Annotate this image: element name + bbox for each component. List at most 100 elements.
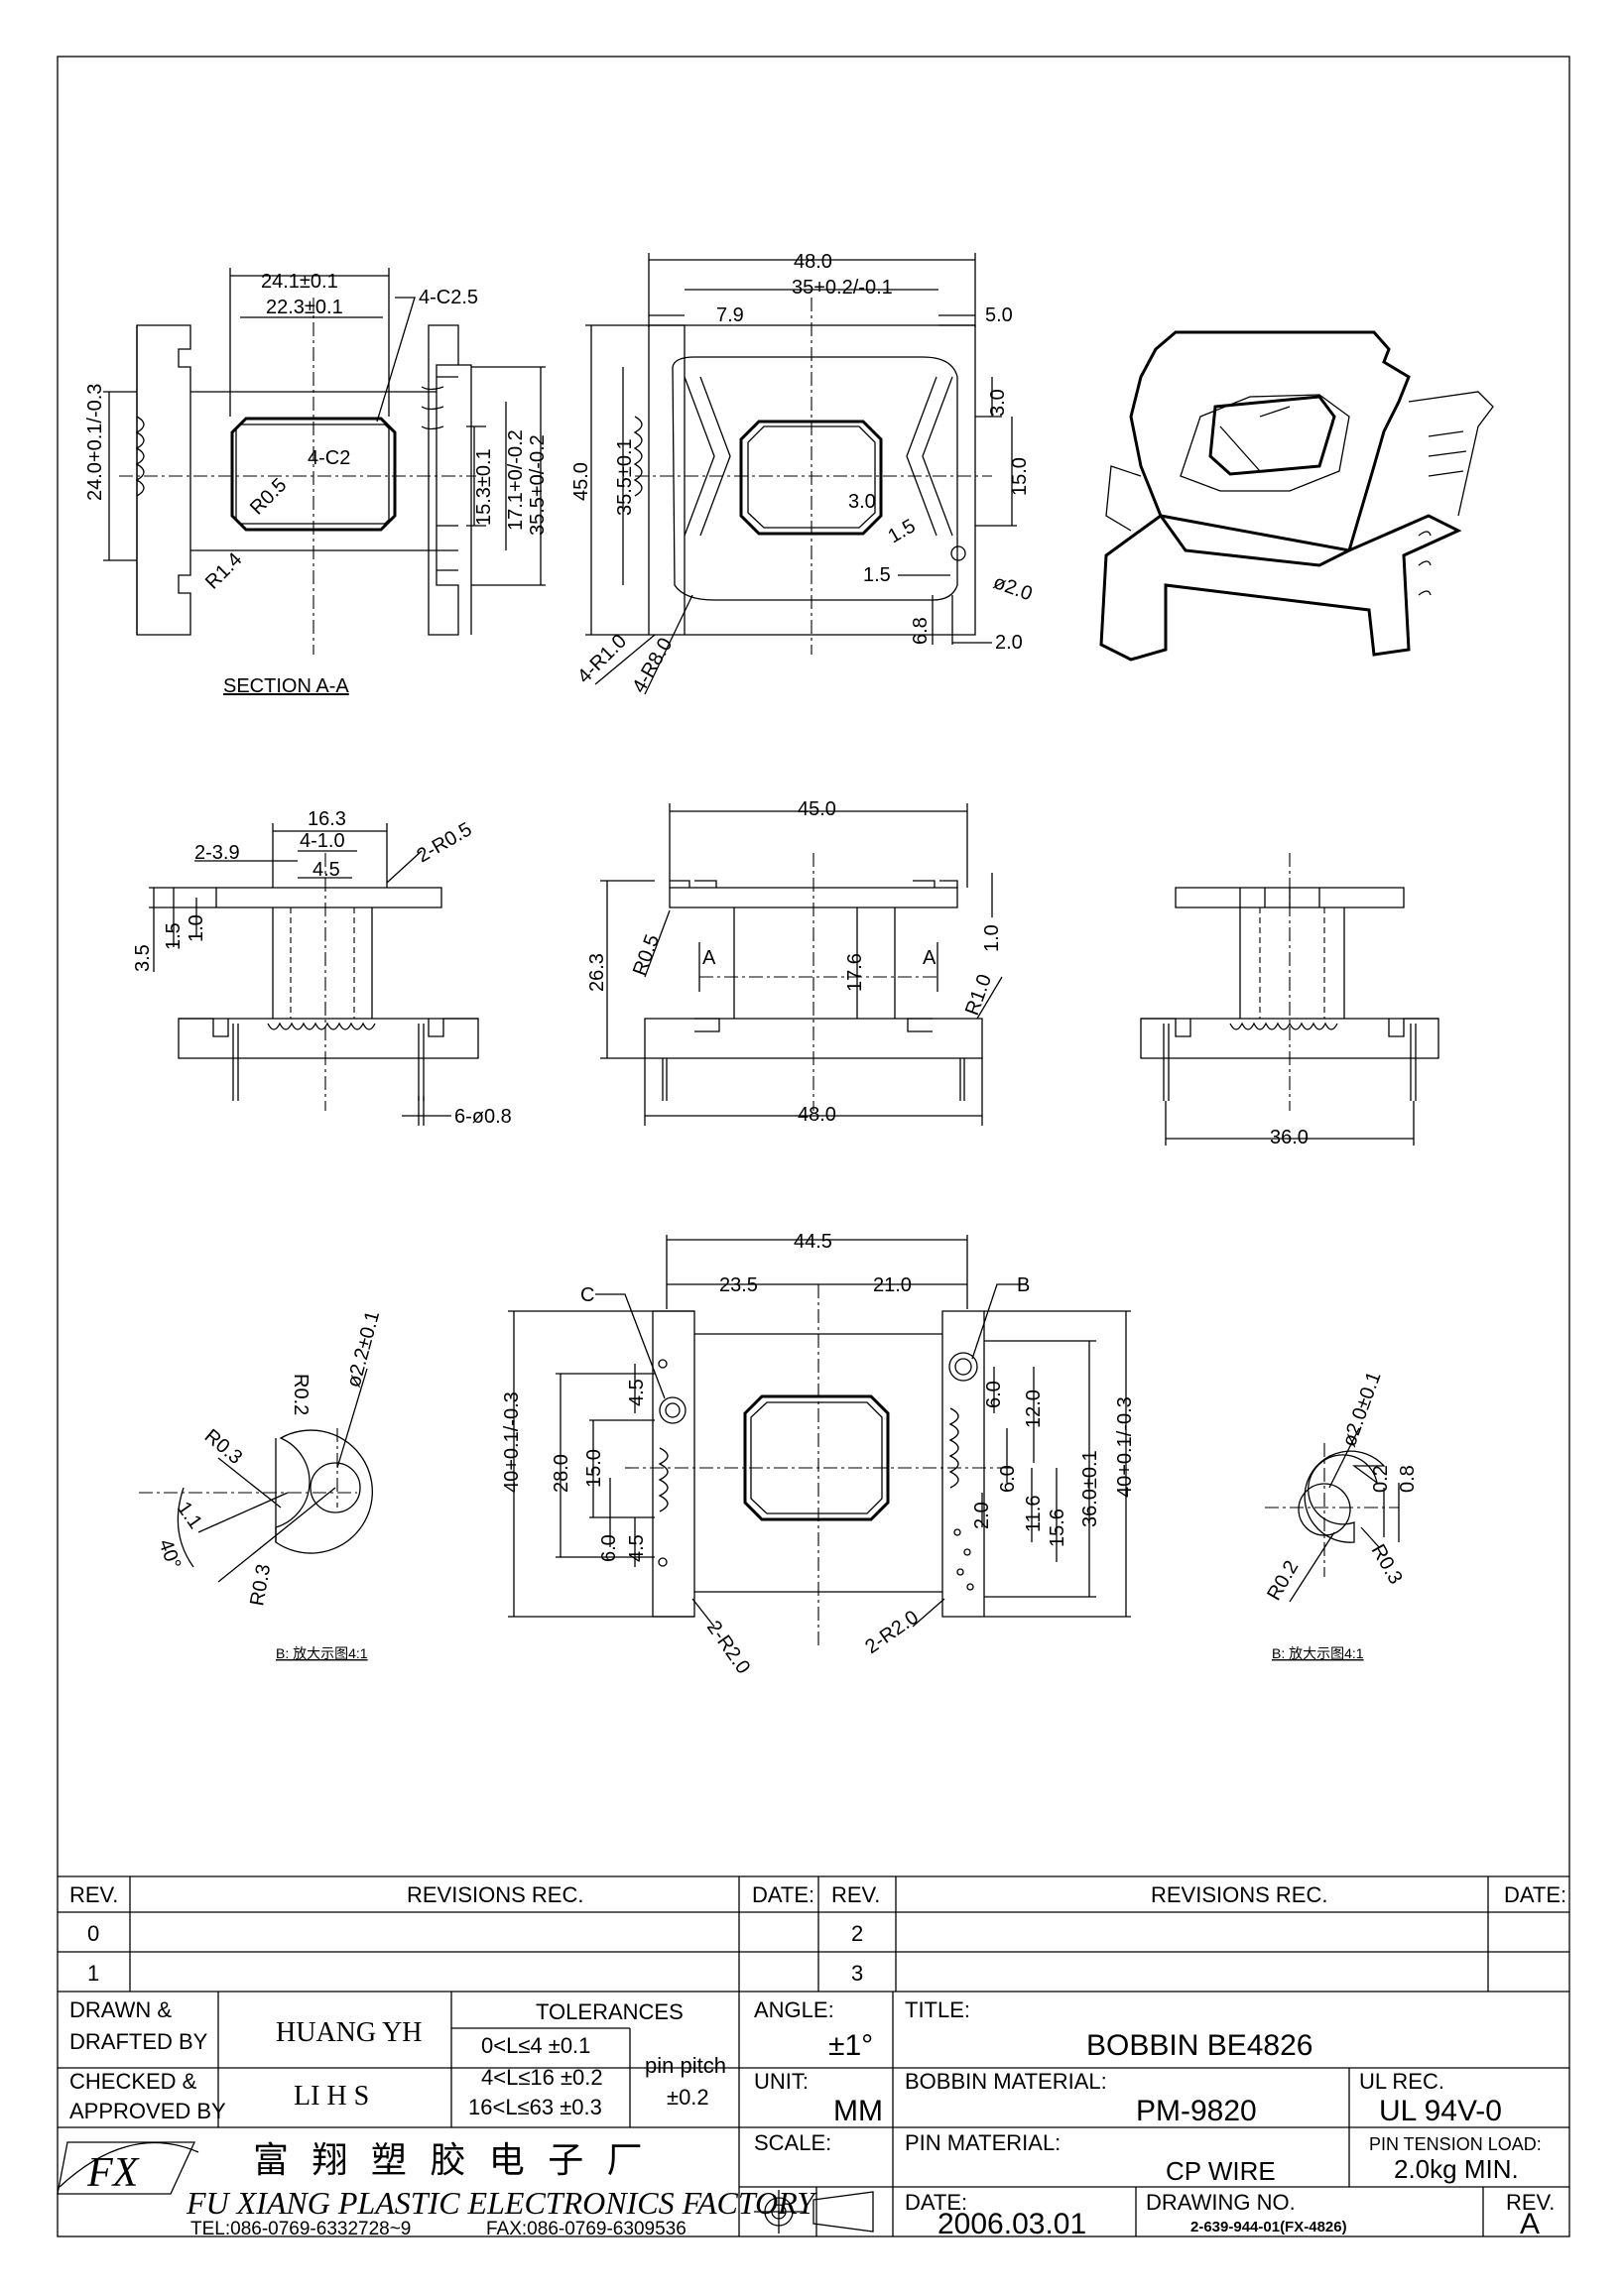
dim-mid-center-3: R0.5 xyxy=(629,931,664,978)
detail-b-left: R0.2 ø2.2±0.1 R0.3 1.1 40° R0.3 B: 放大示图4… xyxy=(139,1308,384,1661)
tol-row-2: 4<L≤16 ±0.2 xyxy=(481,2065,603,2090)
view-side-left: 16.3 2-3.9 4-1.0 2-R0.5 4.5 3.5 1.5 1.0 … xyxy=(132,808,512,1128)
date-header-right: DATE: xyxy=(1504,1882,1566,1907)
dim-bottom-12: 6.0 xyxy=(997,1465,1019,1493)
dim-top-mid-13: 6.8 xyxy=(910,617,932,645)
dim-bottom-14: 11.6 xyxy=(1023,1496,1045,1532)
dim-bottom-1: 44.5 xyxy=(794,1231,832,1253)
view-bottom: 44.5 23.5 21.0 C B 4.5 28.0 15.0 6.0 4.5… xyxy=(501,1231,1136,1678)
rev-row-3: 3 xyxy=(851,1961,863,1986)
dim-top-mid-3: 7.9 xyxy=(716,304,744,326)
dim-bottom-15: 15.6 xyxy=(1047,1509,1068,1547)
dim-bottom-18: 2-R2.0 xyxy=(702,1617,754,1678)
dim-bottom-5: 28.0 xyxy=(551,1454,572,1493)
dim-top-left-4: 4-C2 xyxy=(308,447,350,469)
date-value: 2006.03.01 xyxy=(937,2208,1086,2240)
company-tel: TEL:086-0769-6332728~9 xyxy=(190,2219,411,2239)
dim-top-left-1: 24.1±0.1 xyxy=(261,271,338,293)
detail-right-caption: B: 放大示图4:1 xyxy=(1272,1645,1364,1661)
dim-bottom-10: 6.0 xyxy=(983,1381,1005,1408)
pin-tension-value: 2.0kg MIN. xyxy=(1394,2154,1519,2184)
dim-top-left-5: R0.5 xyxy=(246,474,291,519)
dim-bottom-17: 40+0.1/-0.3 xyxy=(1114,1396,1136,1498)
dim-bottom-11: 12.0 xyxy=(1023,1390,1045,1428)
rev-row-0: 0 xyxy=(87,1921,99,1946)
tolerances-label: TOLERANCES xyxy=(536,1999,684,2024)
dim-bottom-8: 4.5 xyxy=(626,1534,648,1562)
dim-mid-right-1: 36.0 xyxy=(1270,1127,1309,1148)
bobbin-material-value: PM-9820 xyxy=(1136,2095,1257,2127)
dim-detail-right-1: ø2.0±0.1 xyxy=(1338,1369,1386,1450)
pin-material-value: CP WIRE xyxy=(1166,2156,1276,2186)
detail-b-right: ø2.0±0.1 0.2 0.8 R0.2 R0.3 B: 放大示图4:1 xyxy=(1263,1369,1419,1661)
dim-detail-right-3: 0.8 xyxy=(1397,1465,1419,1493)
dim-top-left-10: 35.5+0/-0.2 xyxy=(527,434,549,536)
dim-bottom-19: 2-R2.0 xyxy=(861,1607,923,1658)
title-label: TITLE: xyxy=(905,1997,970,2022)
dim-top-left-6: R1.4 xyxy=(201,548,246,593)
rev-header-right: REV. xyxy=(831,1882,880,1907)
dim-bottom-3: 21.0 xyxy=(873,1274,912,1296)
tol-row-3: 16<L≤63 ±0.3 xyxy=(468,2095,602,2119)
dim-detail-left-1: R0.2 xyxy=(290,1374,312,1415)
drawing-no-value: 2-639-944-01(FX-4826) xyxy=(1190,2219,1347,2236)
dim-mid-left-8: 1.0 xyxy=(186,914,207,942)
dim-mid-left-4: 2-R0.5 xyxy=(414,818,476,867)
dim-top-mid-14: 2.0 xyxy=(995,632,1023,654)
pin-tension-label: PIN TENSION LOAD: xyxy=(1369,2134,1542,2154)
rev-label: REV. xyxy=(1506,2190,1555,2215)
rev-header-left: REV. xyxy=(69,1882,118,1907)
rev-row-1: 1 xyxy=(87,1961,99,1986)
dim-mid-left-7: 1.5 xyxy=(163,922,185,950)
checked-label-1: CHECKED & xyxy=(69,2069,197,2094)
dim-mid-left-2: 2-3.9 xyxy=(194,842,240,864)
dim-mid-left-1: 16.3 xyxy=(308,808,346,830)
section-label: SECTION A-A xyxy=(223,675,349,697)
dim-bottom-4: 4.5 xyxy=(626,1379,648,1406)
checked-by-value: LI H S xyxy=(294,2081,369,2112)
dim-mid-left-3: 4-1.0 xyxy=(300,830,345,852)
dim-bottom-9: 40+0.1/-0.3 xyxy=(501,1391,523,1493)
unit-label: UNIT: xyxy=(754,2069,809,2094)
detail-left-caption: B: 放大示图4:1 xyxy=(276,1645,368,1661)
dim-top-mid-12: ø2.0 xyxy=(990,571,1035,605)
dim-top-mid-8: 15.0 xyxy=(1009,457,1031,496)
view-top: 48.0 35+0.2/-0.1 7.9 5.0 45.0 35.5±0.1 3… xyxy=(570,251,1035,697)
dim-top-mid-16: 4-R8.0 xyxy=(628,635,677,697)
rev-row-2: 2 xyxy=(851,1921,863,1946)
view-side-right: 36.0 xyxy=(1140,853,1439,1148)
label-b: B xyxy=(1017,1274,1030,1296)
revisions-rec-right: REVISIONS REC. xyxy=(1151,1882,1327,1907)
title-block: REV. REVISIONS REC. DATE: REV. REVISIONS… xyxy=(57,1875,1569,2240)
rev-value: A xyxy=(1520,2208,1540,2240)
company-name-cn: 富 翔 塑 胶 电 子 厂 xyxy=(253,2140,649,2181)
dim-detail-left-2: ø2.2±0.1 xyxy=(343,1308,385,1390)
company-fax: FAX:086-0769-6309536 xyxy=(486,2219,687,2239)
revisions-rec-left: REVISIONS REC. xyxy=(407,1882,583,1907)
view-section-a-a: 24.1±0.1 22.3±0.1 4-C2.5 4-C2 R0.5 R1.4 … xyxy=(84,268,549,697)
view-front: A A 45.0 26.3 R0.5 17.6 1.0 R1.0 48.0 xyxy=(586,798,1003,1126)
dim-mid-center-4: 17.6 xyxy=(844,953,866,992)
dim-detail-right-2: 0.2 xyxy=(1370,1465,1392,1493)
ul-rec-value: UL 94V-0 xyxy=(1379,2095,1502,2127)
dim-top-left-8: 15.3±0.1 xyxy=(473,448,495,526)
tol-row-1: 0<L≤4 ±0.1 xyxy=(481,2033,590,2058)
drawn-label-2: DRAFTED BY xyxy=(69,2029,208,2054)
dim-mid-left-9: 6-ø0.8 xyxy=(454,1106,512,1128)
dim-top-left-9: 17.1+0/-0.2 xyxy=(505,429,527,531)
dim-top-mid-10: 1.5 xyxy=(885,515,920,547)
dim-bottom-13: 2.0 xyxy=(971,1502,993,1529)
dim-mid-center-5: 1.0 xyxy=(981,924,1003,952)
logo-text: FX xyxy=(86,2150,141,2196)
scale-label: SCALE: xyxy=(754,2130,831,2155)
angle-value: ±1° xyxy=(828,2029,873,2062)
dim-detail-left-6: R0.3 xyxy=(246,1562,275,1607)
dim-mid-center-2: 26.3 xyxy=(586,953,608,992)
title-value: BOBBIN BE4826 xyxy=(1086,2029,1312,2062)
dim-mid-center-7: 48.0 xyxy=(798,1104,836,1126)
dim-top-mid-7: 3.0 xyxy=(987,389,1009,417)
dim-bottom-6: 15.0 xyxy=(583,1449,605,1488)
dim-bottom-2: 23.5 xyxy=(719,1274,758,1296)
dim-top-left-3: 4-C2.5 xyxy=(419,287,478,308)
